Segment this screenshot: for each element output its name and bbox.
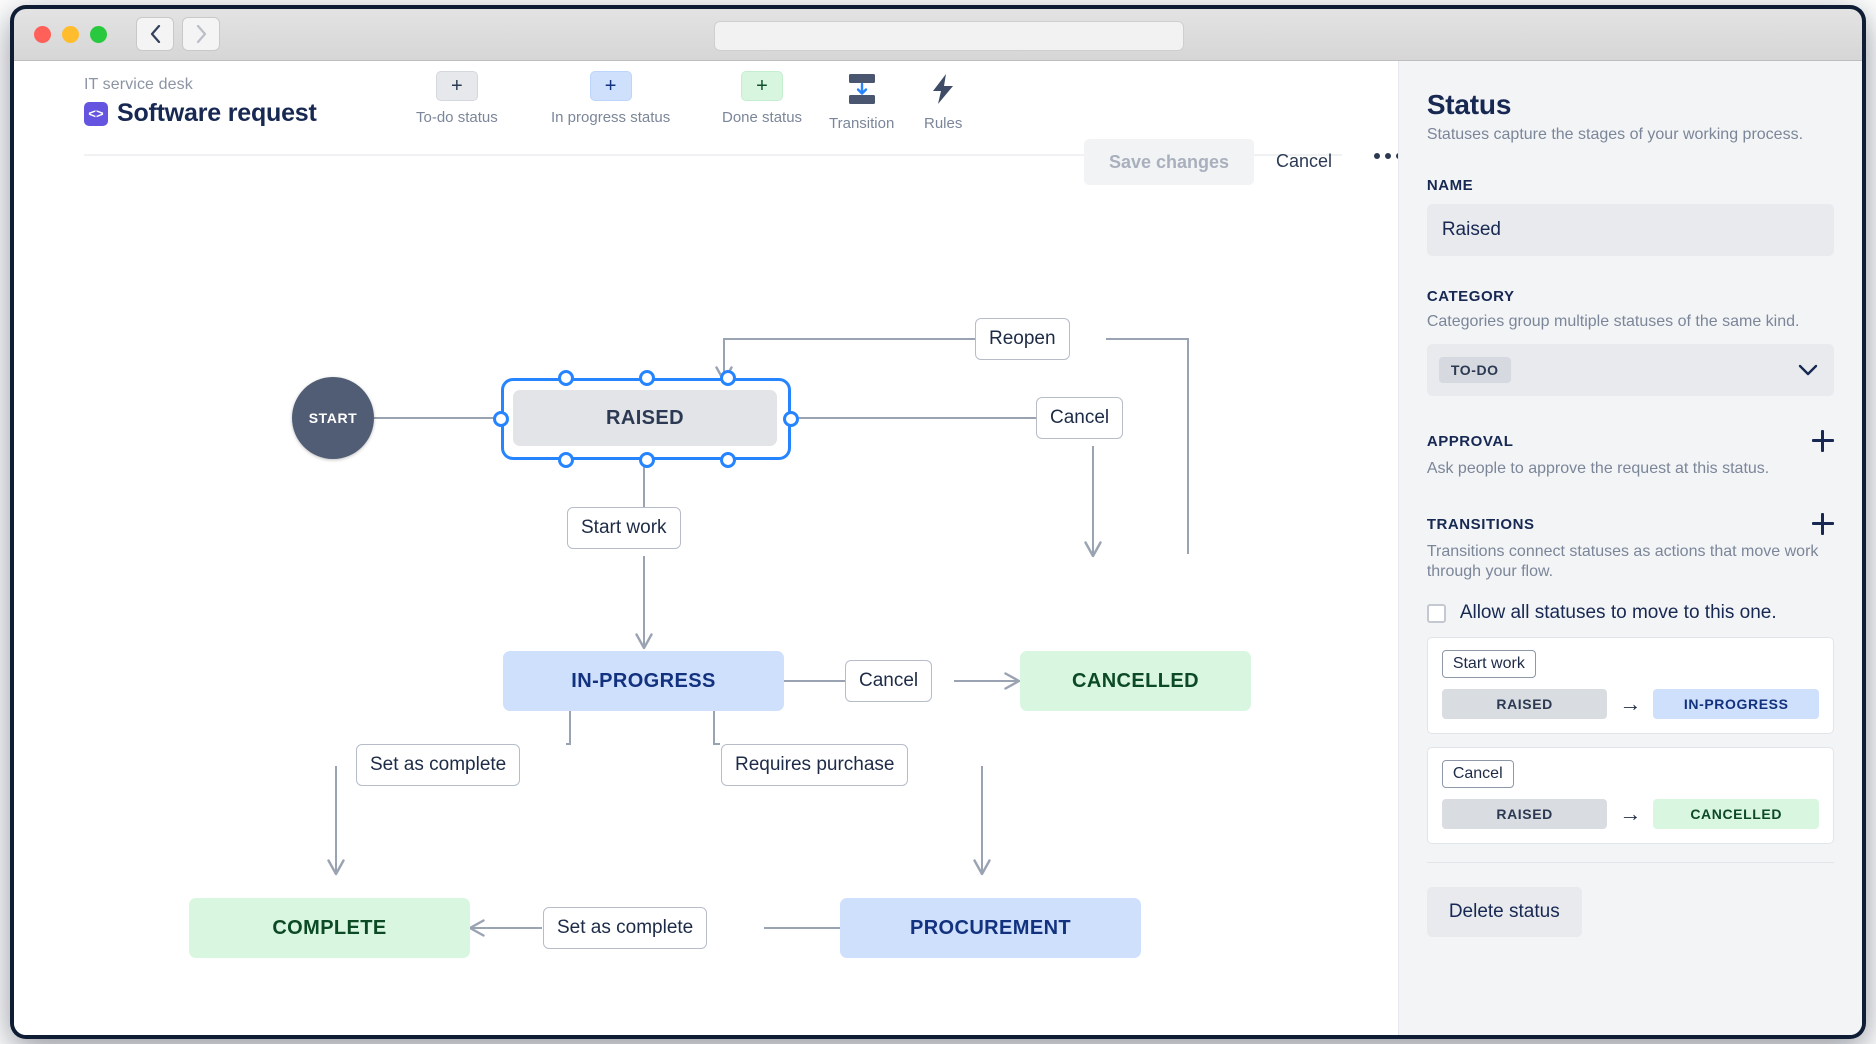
transition-name[interactable]: Start work [1441, 650, 1536, 678]
workflow-diagram[interactable]: START RAISED IN-PROGRESS CANCELLED [14, 156, 1404, 1035]
resize-handle-bottom-left[interactable] [558, 452, 574, 468]
resize-handle-top-center[interactable] [639, 370, 655, 386]
transition-to-status: CANCELLED [1653, 799, 1819, 829]
chevron-down-icon [1798, 364, 1818, 376]
edge-label-set-as-complete-1[interactable]: Set as complete [356, 744, 521, 786]
app-window: IT service desk <> Software request + To… [10, 5, 1866, 1039]
node-procurement[interactable]: PROCUREMENT [840, 898, 1141, 958]
transition-flow: RAISED → IN-PROGRESS [1441, 689, 1819, 719]
status-details-panel: Status Statuses capture the stages of yo… [1397, 61, 1862, 1035]
transitions-help: Transitions connect statuses as actions … [1426, 543, 1819, 580]
minimize-window-button[interactable] [62, 26, 79, 43]
node-cancelled[interactable]: CANCELLED [1020, 651, 1251, 711]
panel-title: Status [1426, 89, 1512, 120]
panel-divider [1426, 862, 1834, 863]
add-in-progress-status-button[interactable]: + In progress status [551, 71, 670, 126]
add-in-progress-status-label: In progress status [551, 109, 671, 126]
lightning-bolt-icon [929, 71, 957, 107]
add-approval-plus-icon[interactable] [1812, 430, 1834, 452]
name-field-label: NAME [1426, 177, 1474, 194]
add-todo-status-button[interactable]: + To-do status [416, 71, 498, 126]
edge-label-cancel-raised[interactable]: Cancel [1036, 397, 1124, 439]
chevron-left-icon [150, 25, 160, 43]
node-raised[interactable]: RAISED [513, 390, 777, 446]
add-done-status-label: Done status [722, 109, 803, 126]
transition-card[interactable]: Cancel RAISED → CANCELLED [1426, 747, 1834, 844]
add-done-status-button[interactable]: + Done status [722, 71, 802, 126]
add-todo-status-label: To-do status [416, 109, 498, 126]
chevron-right-icon [196, 25, 206, 43]
breadcrumb[interactable]: IT service desk [84, 76, 193, 93]
resize-handle-right[interactable] [783, 411, 799, 427]
add-transition-button[interactable]: Transition [829, 71, 894, 132]
workflow-edges [327, 338, 1189, 937]
resize-handle-left[interactable] [493, 411, 509, 427]
forward-button[interactable] [182, 17, 220, 51]
header-title-block: IT service desk <> Software request [84, 75, 317, 128]
add-transition-plus-icon[interactable] [1812, 513, 1834, 535]
node-complete[interactable]: COMPLETE [189, 898, 470, 958]
transition-name[interactable]: Cancel [1441, 760, 1514, 788]
resize-handle-top-right[interactable] [720, 370, 736, 386]
rules-button[interactable]: Rules [924, 71, 962, 132]
edge-label-cancel-in-progress[interactable]: Cancel [845, 660, 933, 702]
category-field-help: Categories group multiple statuses of th… [1426, 313, 1800, 330]
transitions-label: TRANSITIONS [1426, 515, 1535, 533]
browser-navigation [136, 17, 220, 51]
workflow-toolbar: IT service desk <> Software request + To… [84, 61, 1402, 185]
address-bar-input[interactable] [714, 21, 1184, 51]
resize-handle-bottom-center[interactable] [639, 452, 655, 468]
arrow-right-icon: → [1619, 691, 1642, 716]
edge-label-start-work[interactable]: Start work [567, 507, 681, 549]
start-node[interactable]: START [292, 377, 374, 459]
window-controls [34, 26, 107, 43]
transition-card[interactable]: Start work RAISED → IN-PROGRESS [1426, 637, 1834, 734]
resize-handle-top-left[interactable] [558, 370, 574, 386]
plus-icon: + [435, 71, 478, 101]
edge-label-reopen[interactable]: Reopen [975, 318, 1070, 360]
transition-icon [845, 71, 879, 107]
edge-label-set-as-complete-2[interactable]: Set as complete [543, 907, 708, 949]
edge-label-requires-purchase[interactable]: Requires purchase [721, 744, 909, 786]
resize-handle-bottom-right[interactable] [720, 452, 736, 468]
allow-all-statuses-checkbox[interactable] [1426, 603, 1446, 623]
plus-icon: + [589, 71, 632, 101]
transition-from-status: RAISED [1441, 799, 1608, 829]
allow-all-statuses-row[interactable]: Allow all statuses to move to this one. [1426, 602, 1834, 624]
arrow-right-icon: → [1619, 801, 1642, 826]
transition-from-status: RAISED [1441, 689, 1608, 719]
category-field-label: CATEGORY [1426, 288, 1515, 305]
category-value-pill: TO-DO [1438, 357, 1511, 383]
back-button[interactable] [136, 17, 174, 51]
project-avatar-icon: <> [84, 101, 108, 126]
close-window-button[interactable] [34, 26, 51, 43]
cancel-button[interactable]: Cancel [1276, 151, 1333, 171]
approval-help: Ask people to approve the request at thi… [1426, 460, 1770, 477]
node-in-progress[interactable]: IN-PROGRESS [503, 651, 784, 711]
page-body: IT service desk <> Software request + To… [14, 61, 1862, 1035]
transitions-section-header: TRANSITIONS [1427, 513, 1834, 535]
browser-chrome [14, 9, 1862, 61]
save-changes-button[interactable]: Save changes [1084, 139, 1254, 185]
node-raised-selection[interactable]: RAISED [493, 370, 799, 468]
page-title: Software request [117, 99, 317, 127]
plus-icon: + [741, 71, 784, 101]
add-transition-label: Transition [829, 115, 895, 132]
transition-flow: RAISED → CANCELLED [1441, 799, 1819, 829]
panel-subtitle: Statuses capture the stages of your work… [1426, 126, 1804, 143]
workflow-canvas-area: IT service desk <> Software request + To… [14, 61, 1402, 1035]
approval-label: APPROVAL [1426, 432, 1514, 450]
rules-label: Rules [924, 115, 963, 132]
status-name-input[interactable] [1426, 204, 1834, 256]
approval-section-header: APPROVAL [1427, 430, 1834, 452]
transition-to-status: IN-PROGRESS [1653, 689, 1819, 719]
allow-all-statuses-label: Allow all statuses to move to this one. [1459, 602, 1777, 623]
delete-status-button[interactable]: Delete status [1426, 887, 1582, 937]
page-title-row: <> Software request [84, 99, 317, 128]
category-select[interactable]: TO-DO [1426, 344, 1834, 396]
maximize-window-button[interactable] [90, 26, 107, 43]
